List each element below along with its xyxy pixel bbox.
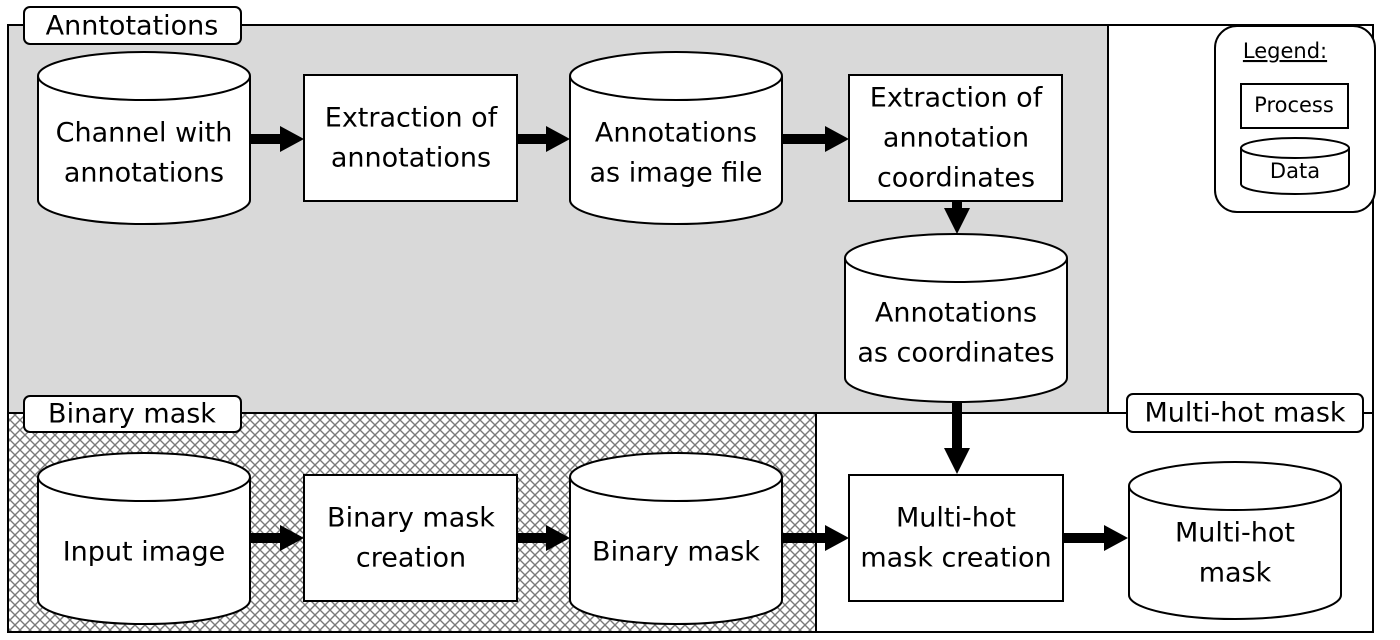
arrow-coord-extraction-to-coordinates [944, 202, 970, 234]
svg-text:as coordinates: as coordinates [857, 338, 1054, 369]
arrow-multi-hot-creation-to-mask [1064, 525, 1128, 551]
svg-text:creation: creation [356, 543, 466, 574]
process-extraction-of-annotation-coordinates: Extraction of annotation coordinates [848, 74, 1063, 202]
legend-process-label: Process [1254, 93, 1334, 117]
svg-text:Multi-hot: Multi-hot [1175, 518, 1295, 549]
svg-text:Multi-hot: Multi-hot [896, 503, 1016, 534]
svg-text:Multi-hot mask: Multi-hot mask [1144, 398, 1345, 429]
legend-data-label: Data [1270, 159, 1320, 183]
legend-data-shape [1240, 137, 1350, 195]
svg-text:Binary mask: Binary mask [592, 537, 760, 568]
svg-text:annotations: annotations [331, 143, 491, 174]
process-binary-mask-creation: Binary mask creation [303, 474, 518, 602]
data-channel-with-annotations: Channel with annotations [37, 51, 251, 225]
process-extraction-of-annotations: Extraction of annotations [303, 74, 518, 202]
svg-text:Annotations: Annotations [875, 298, 1037, 329]
svg-text:annotations: annotations [64, 158, 224, 189]
arrow-binary-mask-to-multi-hot-creation [783, 525, 849, 551]
svg-text:Channel with: Channel with [56, 118, 233, 149]
arrow-extraction-to-image-file [517, 126, 570, 152]
multi-hot-mask-region-label: Multi-hot mask [1126, 393, 1364, 433]
svg-text:coordinates: coordinates [877, 163, 1035, 194]
arrow-image-file-to-coord-extraction [783, 126, 849, 152]
legend: Legend: Process Data [1214, 25, 1376, 213]
svg-text:Binary mask: Binary mask [48, 399, 216, 430]
data-input-image: Input image [37, 452, 251, 625]
arrow-channel-to-extraction [250, 126, 304, 152]
svg-text:Anntotations: Anntotations [46, 11, 219, 42]
data-annotations-as-image-file: Annotations as image file [569, 51, 783, 225]
svg-text:Binary mask: Binary mask [327, 503, 495, 534]
data-binary-mask: Binary mask [569, 452, 783, 625]
process-multi-hot-mask-creation: Multi-hot mask creation [848, 474, 1064, 602]
svg-text:Extraction of: Extraction of [325, 103, 499, 134]
svg-text:Extraction of: Extraction of [870, 83, 1044, 114]
legend-process-shape [1240, 83, 1349, 129]
svg-text:mask: mask [1199, 558, 1272, 589]
binary-mask-region-label: Binary mask [23, 395, 242, 433]
svg-text:Annotations: Annotations [595, 118, 757, 149]
svg-text:annotation: annotation [883, 123, 1029, 154]
legend-title: Legend: [1243, 39, 1327, 63]
arrow-coordinates-to-multi-hot-creation [944, 403, 970, 474]
data-multi-hot-mask: Multi-hot mask [1128, 461, 1342, 620]
annotations-region-label: Anntotations [23, 6, 242, 45]
arrow-binary-creation-to-binary-mask [517, 525, 570, 551]
svg-text:Input image: Input image [63, 537, 226, 568]
svg-text:as image file: as image file [590, 158, 763, 189]
arrow-input-to-binary-creation [250, 525, 304, 551]
arrows [250, 126, 1128, 551]
svg-text:mask creation: mask creation [860, 543, 1051, 574]
data-annotations-as-coordinates: Annotations as coordinates [844, 233, 1068, 403]
